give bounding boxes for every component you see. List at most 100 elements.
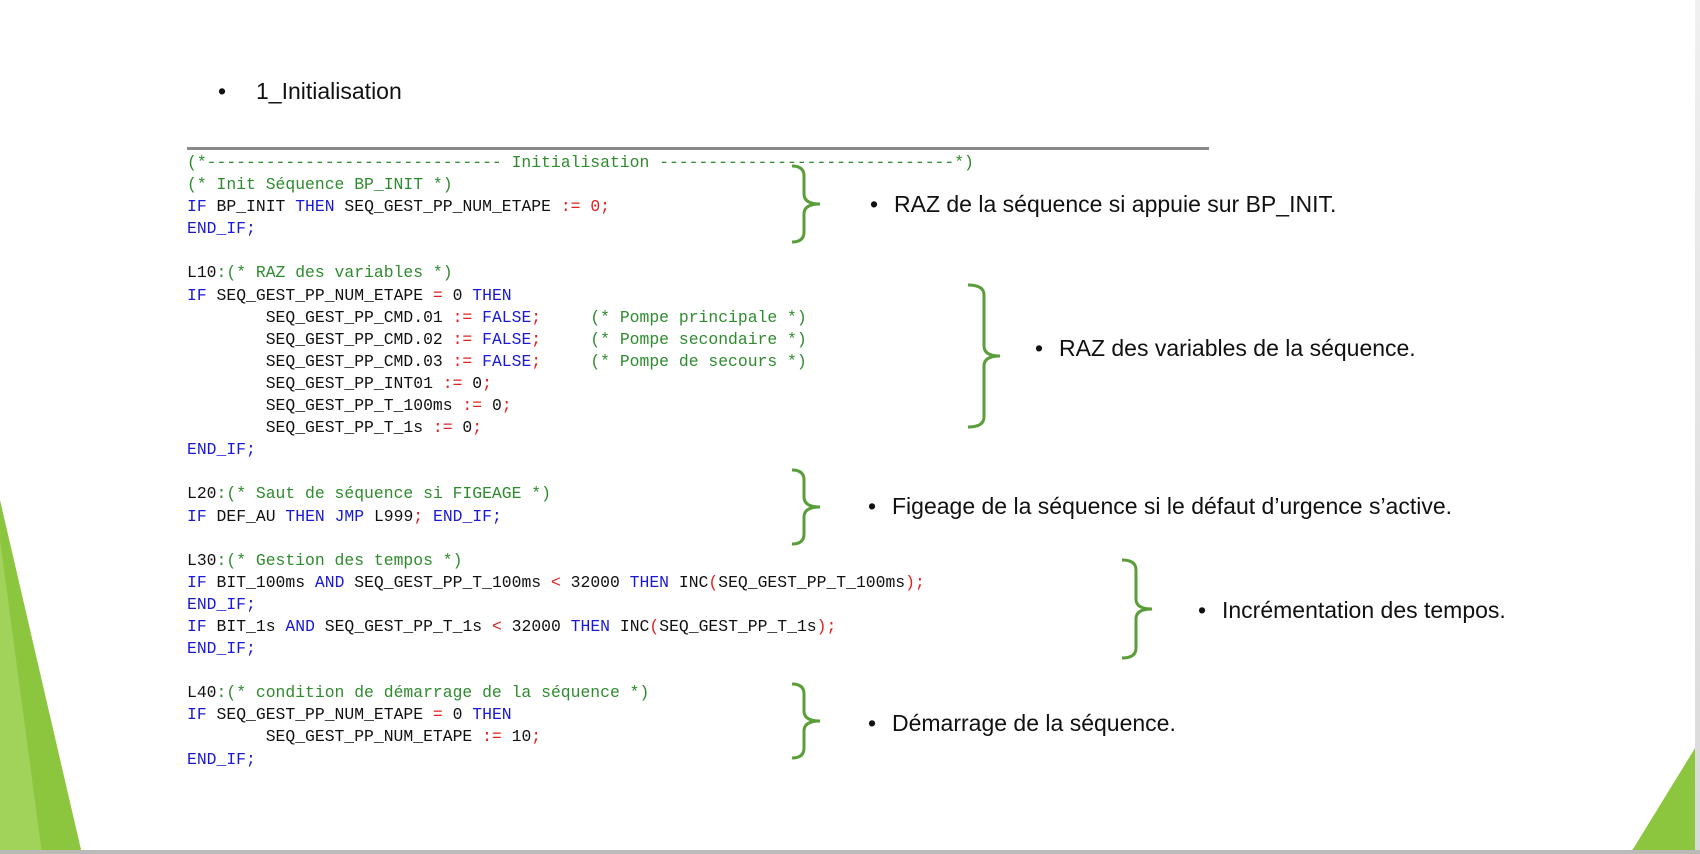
- code-token: L30: [187, 550, 217, 570]
- code-line: (* Init Séquence BP_INIT *): [187, 174, 974, 196]
- left-green-triangle: [0, 500, 82, 854]
- code-line: [187, 461, 974, 483]
- code-token: ;: [531, 329, 542, 349]
- code-line: END_IF;: [187, 638, 974, 660]
- code-token: 0: [442, 705, 473, 725]
- code-line: L40:(* condition de démarrage de la séqu…: [187, 682, 974, 704]
- code-token: (* Pompe principale *): [590, 307, 807, 327]
- note-text: RAZ des variables de la séquence.: [1059, 335, 1416, 361]
- code-token: IF: [187, 197, 207, 217]
- code-token: :=: [482, 727, 502, 747]
- code-token: (: [649, 616, 660, 636]
- code-token: L40: [187, 683, 217, 703]
- code-token: ;: [531, 727, 542, 747]
- code-line: L10:(* RAZ des variables *): [187, 262, 974, 284]
- code-token: IF: [187, 572, 207, 592]
- note-text: Incrémentation des tempos.: [1222, 597, 1506, 623]
- brace-3: [791, 468, 821, 546]
- note-raz-variables: • RAZ des variables de la séquence.: [1035, 335, 1416, 362]
- note-bullet: •: [1035, 335, 1044, 361]
- note-text: Figeage de la séquence si le défaut d’ur…: [892, 493, 1453, 519]
- code-token: BIT_100ms: [206, 572, 315, 592]
- code-token: L999: [364, 506, 414, 526]
- note-incrementation: •Incrémentation des tempos.: [1198, 597, 1506, 624]
- code-token: 10: [501, 727, 532, 747]
- code-token: [472, 352, 482, 371]
- code-line: IF BIT_1s AND SEQ_GEST_PP_T_1s < 32000 T…: [187, 616, 974, 638]
- code-line: END_IF;: [187, 594, 974, 616]
- code-token: BP_INIT: [206, 197, 296, 217]
- code-token: ;: [501, 396, 512, 416]
- code-token: L10: [187, 263, 217, 283]
- code-token: FALSE: [482, 307, 532, 327]
- code-line: SEQ_GEST_PP_CMD.02 := FALSE; (* Pompe se…: [187, 329, 974, 351]
- code-token: 0: [452, 418, 473, 438]
- code-token: SEQ_GEST_PP_NUM_ETAPE: [206, 705, 433, 725]
- code-token: SEQ_GEST_PP_CMD.02: [187, 329, 453, 349]
- code-token: :=: [452, 307, 473, 327]
- code-token: 0: [462, 373, 483, 393]
- note-bullet: •: [868, 493, 877, 519]
- code-line: L30:(* Gestion des tempos *): [187, 550, 974, 572]
- code-token: (: [708, 572, 719, 592]
- code-line: SEQ_GEST_PP_INT01 := 0;: [187, 373, 974, 395]
- code-token: SEQ_GEST_PP_CMD.01: [187, 307, 453, 327]
- code-token: [581, 197, 591, 216]
- code-token: :=: [442, 373, 463, 393]
- code-token: 32000: [560, 572, 630, 592]
- brace-1: [791, 164, 821, 244]
- code-line: IF SEQ_GEST_PP_NUM_ETAPE = 0 THEN: [187, 704, 974, 726]
- code-token: ;: [482, 373, 492, 393]
- code-token: SEQ_GEST_PP_NUM_ETAPE: [206, 285, 433, 305]
- code-token: [325, 507, 335, 526]
- code-token: END_IF;: [187, 749, 256, 769]
- code-token: [541, 352, 590, 371]
- code-token: END_IF;: [187, 594, 256, 614]
- code-token: [541, 308, 590, 327]
- code-token: IF: [187, 506, 207, 526]
- code-token: IF: [187, 616, 207, 636]
- code-token: L20: [187, 484, 217, 504]
- code-line: [187, 660, 974, 682]
- code-token: IF: [187, 705, 207, 725]
- code-token: (* Pompe secondaire *): [590, 329, 807, 349]
- code-token: 32000: [501, 616, 571, 636]
- code-token: THEN: [472, 705, 512, 725]
- code-token: <: [491, 616, 502, 636]
- code-token: JMP: [334, 506, 365, 526]
- code-token: (* Pompe de secours *): [590, 351, 807, 371]
- code-token: :(* Saut de séquence si FIGEAGE *): [216, 484, 551, 504]
- brace-2: [967, 283, 1001, 429]
- code-token: =: [432, 285, 443, 305]
- code-token: );: [905, 572, 925, 592]
- brace-4: [1121, 558, 1153, 660]
- code-token: END_IF;: [187, 639, 256, 659]
- code-token: [472, 308, 482, 327]
- code-token: AND: [285, 616, 315, 636]
- code-line: [187, 528, 974, 550]
- code-top-rule: [187, 147, 1209, 150]
- code-line: SEQ_GEST_PP_T_100ms := 0;: [187, 395, 974, 417]
- code-token: END_IF;: [187, 219, 256, 239]
- note-demarrage: •Démarrage de la séquence.: [868, 710, 1176, 737]
- code-token: ;: [531, 307, 542, 327]
- section-heading: •1_Initialisation: [218, 78, 402, 105]
- heading-text: 1_Initialisation: [256, 78, 402, 104]
- note-figeage: • Figeage de la séquence si le défaut d’u…: [868, 493, 1452, 520]
- code-line: SEQ_GEST_PP_NUM_ETAPE := 10;: [187, 726, 974, 748]
- brace-5: [791, 682, 821, 760]
- code-line: SEQ_GEST_PP_T_1s := 0;: [187, 417, 974, 439]
- code-token: =: [432, 705, 443, 725]
- code-token: 0;: [590, 197, 611, 217]
- slide-bottom-edge: [0, 850, 1700, 854]
- code-line: SEQ_GEST_PP_CMD.03 := FALSE; (* Pompe de…: [187, 351, 974, 373]
- code-token: IF: [187, 285, 207, 305]
- right-edge-line: [1695, 0, 1700, 854]
- code-token: :=: [560, 197, 581, 217]
- code-token: (* Init Séquence BP_INIT *): [187, 175, 453, 195]
- code-token: END_IF;: [432, 506, 502, 526]
- code-token: [541, 330, 590, 349]
- code-line: SEQ_GEST_PP_CMD.01 := FALSE; (* Pompe pr…: [187, 307, 974, 329]
- code-token: SEQ_GEST_PP_NUM_ETAPE: [187, 727, 483, 747]
- code-token: FALSE: [482, 351, 532, 371]
